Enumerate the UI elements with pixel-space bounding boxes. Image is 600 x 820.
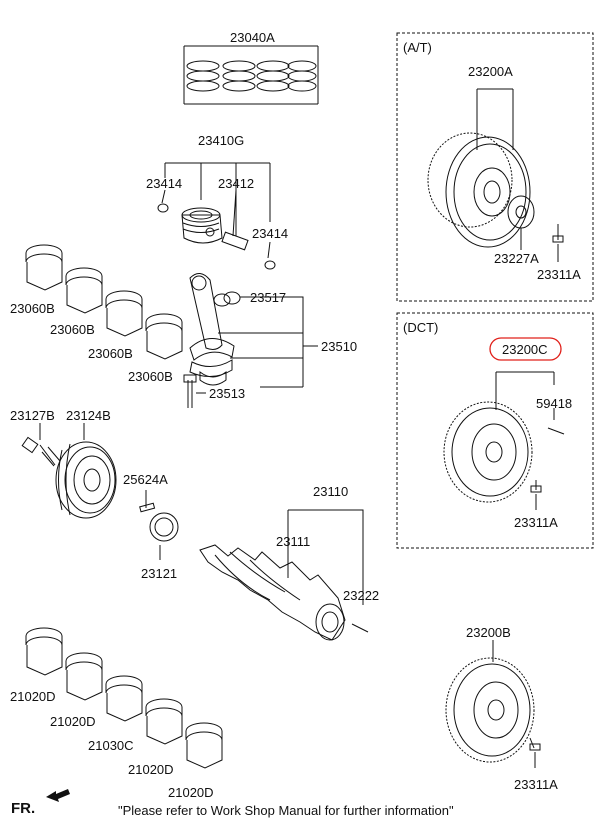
front-arrow-icon (46, 789, 70, 802)
connecting-rod[interactable] (183, 273, 318, 408)
conrod-bearing-shells-upper[interactable] (25, 244, 183, 360)
at-section-box (396, 32, 594, 302)
front-indicator: FR. (11, 800, 35, 817)
label-23121: 23121 (141, 566, 177, 581)
at-drive-plate[interactable] (427, 88, 564, 262)
label-23060B-3: 23060B (88, 346, 133, 361)
label-23060B-1: 23060B (10, 301, 55, 316)
label-23414-bottom: 23414 (252, 226, 288, 241)
label-23410G: 23410G (198, 133, 244, 148)
label-23040A: 23040A (230, 30, 275, 45)
label-21020D-2: 21020D (50, 714, 96, 729)
highlight-oval-23200C (489, 337, 562, 361)
footer-note: "Please refer to Work Shop Manual for fu… (118, 803, 454, 818)
label-23311A-at: 23311A (537, 267, 581, 282)
label-23200A: 23200A (468, 64, 513, 79)
label-23513: 23513 (209, 386, 245, 401)
label-23517: 23517 (250, 290, 286, 305)
at-section-label: (A/T) (403, 40, 432, 55)
main-bearing-shells[interactable] (25, 627, 223, 769)
label-23111: 23111 (276, 534, 310, 549)
label-23311A-dct: 23311A (514, 515, 558, 530)
label-23227A: 23227A (494, 251, 539, 266)
label-23414-top: 23414 (146, 176, 182, 191)
label-21020D-3: 21020D (128, 762, 174, 777)
label-21020D-1: 21020D (10, 689, 56, 704)
label-21020D-4: 21020D (168, 785, 214, 800)
label-23311A-manual: 23311A (514, 777, 558, 792)
label-23200B: 23200B (466, 625, 511, 640)
piston-ring-set[interactable] (183, 45, 319, 105)
label-23510: 23510 (321, 339, 357, 354)
label-21030C: 21030C (88, 738, 134, 753)
label-59418: 59418 (536, 396, 572, 411)
crankshaft-pulley[interactable] (21, 423, 117, 519)
label-25624A: 25624A (123, 472, 168, 487)
crankshaft[interactable] (199, 509, 369, 641)
label-23200C: 23200C (502, 342, 548, 357)
label-23124B: 23124B (66, 408, 111, 423)
dct-flywheel[interactable] (443, 337, 565, 510)
label-23060B-4: 23060B (128, 369, 173, 384)
piston-assembly[interactable] (157, 162, 276, 270)
crankshaft-sprocket[interactable] (139, 490, 179, 560)
manual-flywheel[interactable] (445, 640, 541, 768)
dct-section-label: (DCT) (403, 320, 438, 335)
label-23412: 23412 (218, 176, 254, 191)
label-23127B: 23127B (10, 408, 55, 423)
dct-section-box (396, 312, 594, 549)
label-23222: 23222 (343, 588, 379, 603)
label-23110: 23110 (313, 484, 348, 499)
label-23060B-2: 23060B (50, 322, 95, 337)
